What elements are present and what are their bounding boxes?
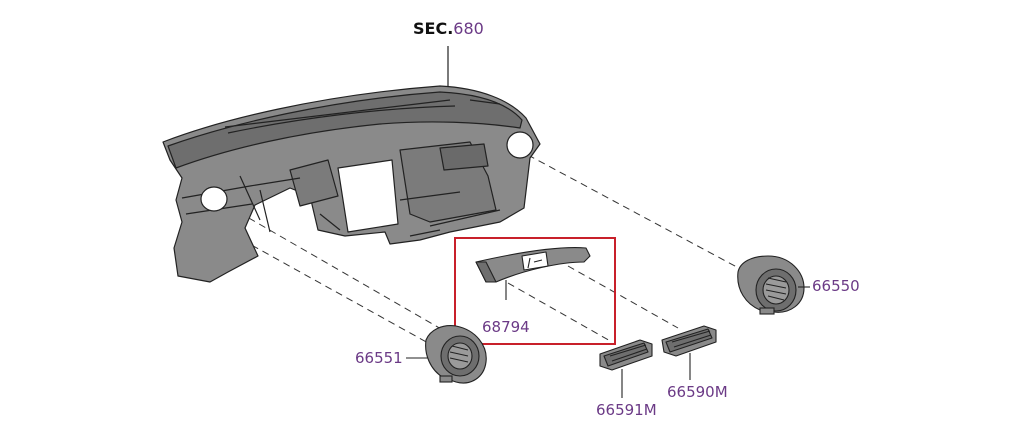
- dash-line-trim-left: [507, 282, 613, 343]
- highlight-box: [454, 237, 616, 345]
- dash-line-trim-right: [567, 265, 679, 329]
- part-label-68794[interactable]: 68794: [482, 318, 530, 336]
- section-prefix: SEC.: [413, 19, 454, 38]
- dashboard-panel: [162, 46, 541, 283]
- dash-line-vent-right: [527, 154, 749, 274]
- part-label-66550[interactable]: 66550: [812, 277, 860, 295]
- vent-left-part: [406, 325, 487, 384]
- part-label-66590M[interactable]: 66590M: [667, 383, 728, 401]
- section-number: 680: [453, 19, 484, 38]
- trim-strip-part: [475, 247, 591, 300]
- vent-opening-right: [506, 131, 534, 159]
- part-label-66551[interactable]: 66551: [355, 349, 403, 367]
- part-label-66591M[interactable]: 66591M: [596, 401, 657, 419]
- vent-right-part: [737, 255, 810, 315]
- vent-opening-left: [200, 186, 228, 212]
- center-vent-left-part: [599, 339, 653, 398]
- dash-line-vent-left-upper: [227, 205, 449, 334]
- section-reference[interactable]: SEC.680: [413, 19, 484, 39]
- center-vent-right-part: [661, 325, 717, 380]
